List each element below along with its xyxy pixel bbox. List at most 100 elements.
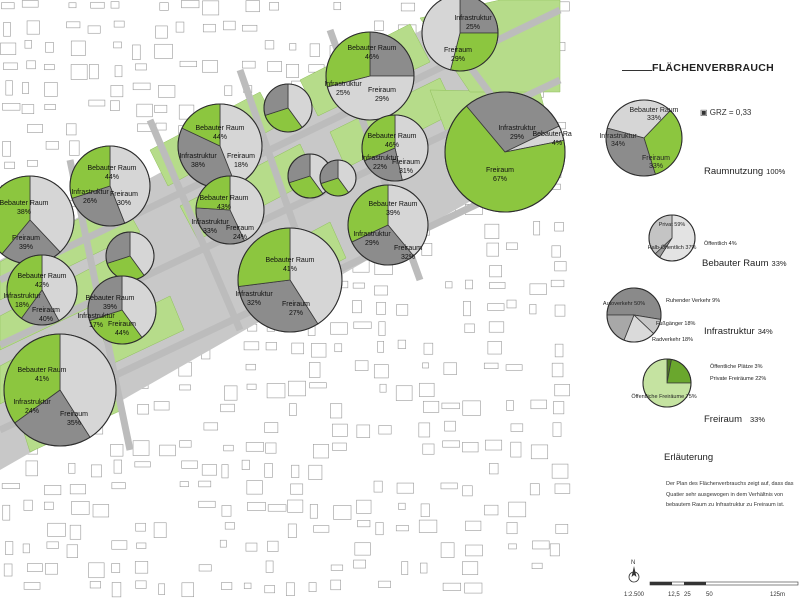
map-pie-label-text: Freiraum [60, 411, 88, 418]
building [333, 2, 342, 11]
building [445, 281, 453, 289]
building [202, 60, 218, 73]
building [551, 362, 564, 378]
map-pie-label-text: Freiraum [392, 159, 420, 166]
map-pie-label-pct: 29% [451, 56, 465, 63]
building [198, 564, 212, 572]
building [529, 283, 547, 295]
building [554, 384, 570, 397]
map-pie-label-text: Infrastruktur [191, 219, 229, 226]
building [309, 504, 318, 519]
north-label: N [631, 560, 635, 566]
building [285, 582, 295, 596]
map-pie-label-pct: 31% [399, 168, 413, 175]
building [554, 343, 564, 358]
map-pie-label-text: Infrastruktur [324, 81, 362, 88]
building [2, 504, 11, 521]
building [510, 423, 524, 432]
building [179, 384, 191, 391]
building [486, 242, 499, 257]
building [267, 504, 287, 512]
scale-tick: 50 [706, 592, 713, 598]
lg-infra-pie-outline [606, 287, 662, 343]
map-pie-label-pct: 30% [117, 200, 131, 207]
building [23, 582, 41, 590]
building [1, 2, 15, 10]
map-pie-label-pct: 41% [283, 266, 297, 273]
building [110, 100, 120, 111]
map-pie-label-text: Bebauter Raum [199, 195, 248, 202]
building [462, 400, 481, 416]
building [554, 222, 564, 232]
building [506, 299, 517, 309]
legend-slice-label: Autoverkehr 50% [603, 301, 645, 307]
map-pie-outline [421, 0, 499, 72]
map-pie-label-text: Infrastruktur [77, 313, 115, 320]
building [179, 440, 192, 448]
building [136, 103, 153, 118]
building [267, 61, 282, 72]
building [3, 563, 13, 577]
building [246, 480, 263, 495]
building [309, 362, 321, 378]
building [26, 20, 40, 35]
building [552, 422, 562, 437]
building [44, 64, 55, 71]
building [354, 360, 369, 371]
building [66, 21, 81, 29]
building [245, 0, 260, 13]
building [332, 442, 347, 451]
building [443, 362, 457, 375]
map-pie-label-text: Freiraum [12, 235, 40, 242]
building [555, 523, 569, 534]
building [308, 464, 323, 480]
title-rule [622, 70, 652, 71]
building [420, 503, 430, 518]
building [47, 522, 66, 537]
building [242, 60, 256, 69]
building [154, 104, 168, 113]
map-pie-label-text: Freiraum [486, 167, 514, 174]
legend-slice-label: Halb-Öffentlich 37% [648, 244, 697, 251]
building [88, 99, 106, 107]
map-pie-label-pct: 41% [35, 376, 49, 383]
building [45, 141, 59, 150]
map-pie-label-text: Bebauter Raum [532, 131, 572, 138]
building [287, 499, 304, 513]
building [288, 380, 306, 397]
building [202, 0, 220, 16]
building [25, 460, 38, 477]
map-pie-label-pct: 18% [234, 162, 248, 169]
building [26, 160, 38, 167]
building [531, 562, 543, 569]
building [309, 382, 327, 389]
building [330, 564, 344, 571]
building [111, 482, 126, 490]
map-pie-outline [195, 175, 265, 245]
map-pie-charts [0, 0, 566, 447]
map-pie-label-text: Freiraum [226, 225, 254, 232]
map-pie-label-pct: 42% [35, 282, 49, 289]
building [135, 522, 146, 532]
building [529, 304, 537, 315]
building [418, 519, 438, 533]
building [554, 304, 566, 317]
building [135, 63, 147, 71]
map-pie-label-text: Bebauter Raum [85, 295, 134, 302]
map-pie-label-pct: 44% [115, 330, 129, 337]
building [181, 460, 198, 469]
building [440, 482, 458, 490]
map-pie-outline [319, 159, 357, 197]
legend-slice-label: Öffentliche Freiräume 75% [631, 393, 696, 400]
building [463, 300, 471, 317]
lg-frei-pie-outline [642, 358, 692, 408]
map-pie-label-pct: 33% [203, 228, 217, 235]
map-pie-label-text: Freiraum [394, 245, 422, 252]
building [221, 505, 232, 517]
building [134, 461, 151, 468]
map-pie-label-text: Bebauter Raum [195, 125, 244, 132]
building [66, 123, 77, 136]
map-pie-label-pct: 29% [365, 240, 379, 247]
map-pie-label-text: Infrastruktur [71, 189, 109, 196]
